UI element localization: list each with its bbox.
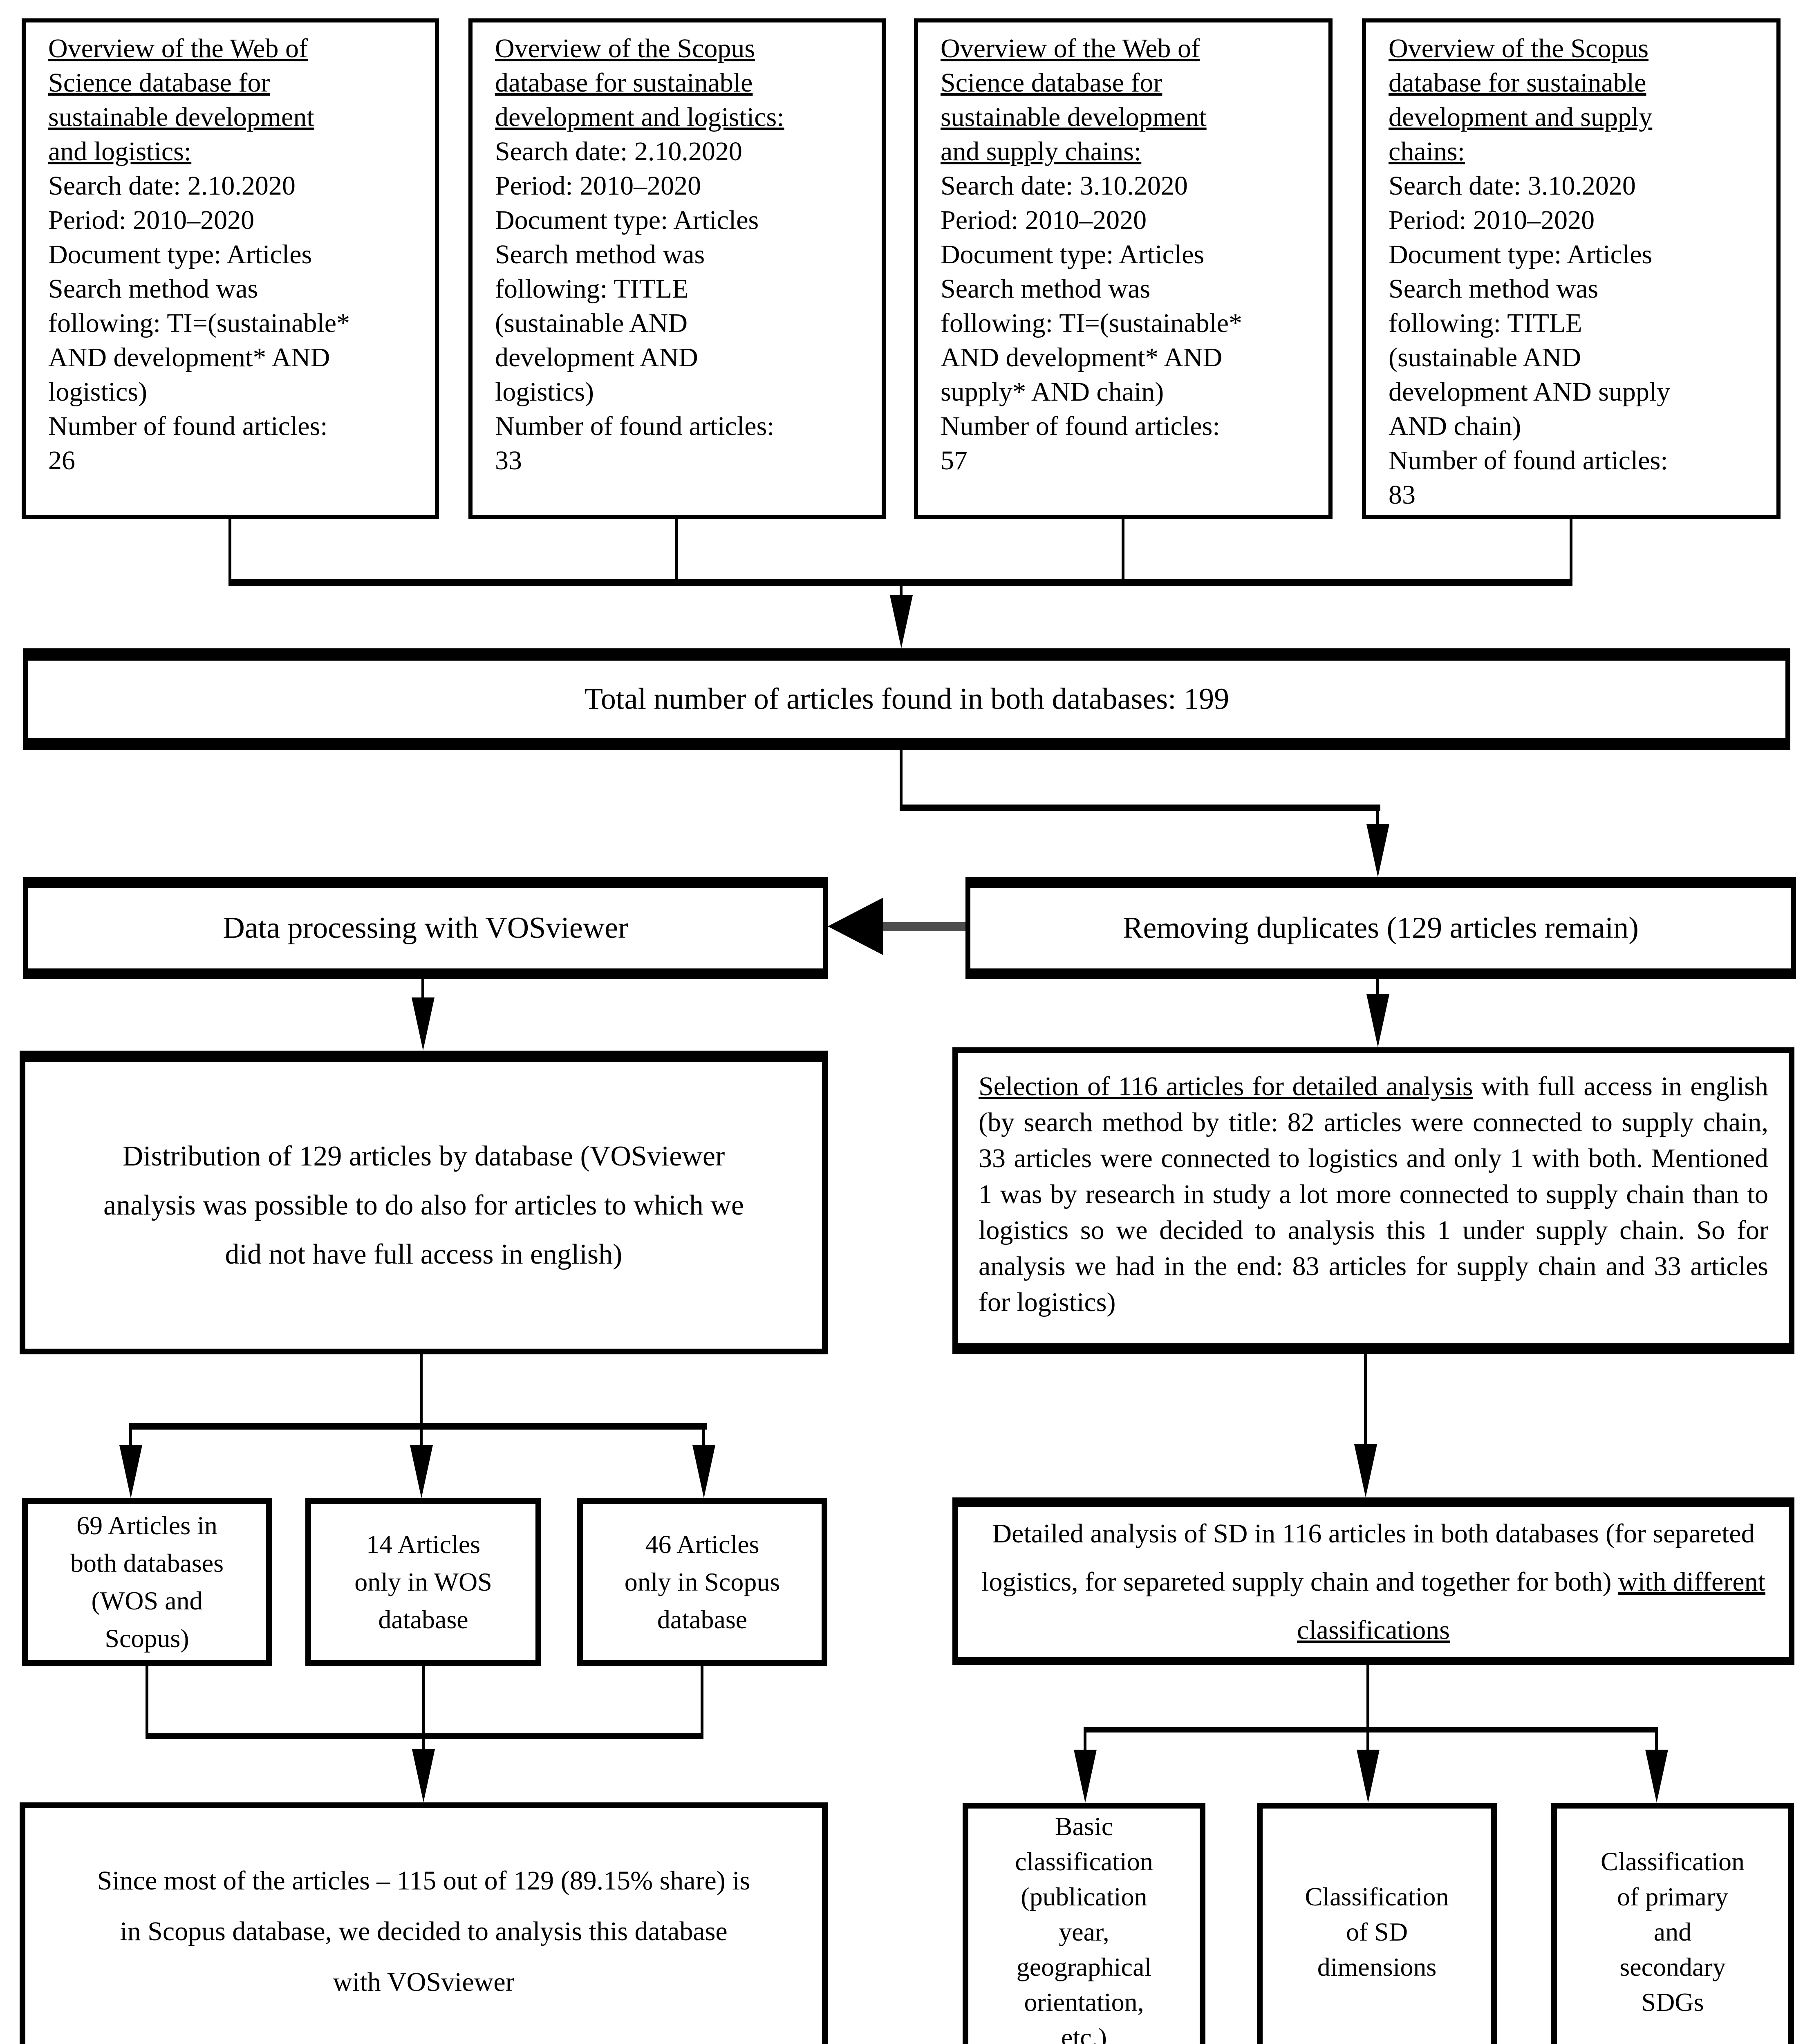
connector-line [421,979,424,1004]
wos-supply-heading: Overview of the Web of Science database … [941,34,1207,166]
connector-line [1366,1665,1369,1730]
connector-line [422,1739,425,1755]
connector-line [420,1430,423,1450]
total-articles-box: Total number of articles found in both d… [23,648,1790,750]
arrow-down-icon [1366,994,1389,1047]
both-databases-box: 69 Articles in both databases (WOS and S… [22,1498,272,1666]
arrow-down-icon [412,997,435,1051]
connector-line [1364,1354,1367,1447]
wos-logistics-heading: Overview of the Web of Science database … [48,34,314,166]
detailed-analysis-underlined: with different classifications [1297,1567,1765,1645]
detailed-analysis-box: Detailed analysis of SD in 116 articles … [952,1497,1794,1665]
merge-line [146,1733,703,1739]
distribution-129-box: Distribution of 129 articles by database… [20,1051,828,1354]
arrow-down-icon [1354,1444,1377,1497]
connector-line [1376,979,1379,1000]
scopus-supply-body: Search date: 3.10.2020 Period: 2010–2020… [1389,171,1671,510]
wos-supply-overview-box: Overview of the Web of Science database … [914,18,1333,519]
arrow-left-icon [828,898,883,955]
arrow-down-icon [119,1445,142,1498]
vosviewer-processing-box: Data processing with VOSviewer [23,877,828,979]
wos-supply-body: Search date: 3.10.2020 Period: 2010–2020… [941,171,1243,475]
scopus-logistics-body: Search date: 2.10.2020 Period: 2010–2020… [495,137,775,475]
merge-line [228,579,1572,586]
wos-only-text: 14 Articles only in WOS database [354,1530,492,1634]
wos-logistics-overview-box: Overview of the Web of Science database … [22,18,439,519]
sdgs-classification-box: Classification of primary and secondary … [1551,1803,1794,2044]
removing-duplicates-text: Removing duplicates (129 articles remain… [1123,911,1639,945]
distribution-129-text: Distribution of 129 articles by database… [103,1140,744,1270]
arrow-down-icon [1357,1750,1380,1803]
connector-line [1366,1732,1369,1753]
detailed-analysis-text: Detailed analysis of SD in 116 articles … [974,1510,1772,1654]
connector-line [1570,519,1572,583]
connector-line [1084,1732,1086,1753]
scopus-logistics-overview-text: Overview of the Scopus database for sust… [473,22,882,478]
connector-line [1122,519,1124,583]
arrow-down-icon [1366,824,1389,877]
wos-logistics-body: Search date: 2.10.2020 Period: 2010–2020… [48,171,350,475]
detailed-analysis-main: Detailed analysis of SD in 116 articles … [981,1519,1755,1597]
selection-116-underlined: Selection of 116 articles for detailed a… [979,1071,1473,1101]
connector-line [420,1354,423,1426]
connector-line [146,1666,148,1736]
removing-duplicates-box: Removing duplicates (129 articles remain… [965,877,1796,979]
connector-line [701,1666,703,1736]
connector-line [1655,1732,1658,1753]
sd-dimensions-box: Classification of SD dimensions [1257,1803,1497,2044]
arrow-down-icon [692,1445,715,1498]
connector-line [879,922,965,931]
scopus-supply-heading: Overview of the Scopus database for sust… [1389,34,1653,166]
basic-classification-box: Basic classification (publication year, … [963,1803,1205,2044]
sdgs-classification-text: Classification of primary and secondary … [1601,1847,1745,2017]
scopus-only-box: 46 Articles only in Scopus database [577,1498,827,1666]
scopus-decision-box: Since most of the articles – 115 out of … [20,1802,828,2044]
connector-line [702,1430,705,1450]
wos-logistics-overview-text: Overview of the Web of Science database … [26,22,435,478]
connector-line [228,519,231,583]
scopus-decision-text: Since most of the articles – 115 out of … [97,1866,750,1997]
connector-line [900,586,903,598]
scopus-supply-overview-box: Overview of the Scopus database for sust… [1362,18,1781,519]
selection-116-rest: with full access in english (by search m… [979,1071,1768,1317]
arrow-down-icon [410,1445,433,1498]
total-articles-text: Total number of articles found in both d… [584,682,1230,716]
split-line [1084,1727,1658,1732]
scopus-supply-overview-text: Overview of the Scopus database for sust… [1366,22,1776,512]
connector-line [675,519,678,583]
basic-classification-text: Basic classification (publication year, … [1015,1812,1153,2044]
scopus-logistics-overview-box: Overview of the Scopus database for sust… [468,18,886,519]
connector-line [900,805,1380,811]
connector-line [1376,811,1379,827]
arrow-down-icon [1645,1750,1668,1803]
selection-116-box: Selection of 116 articles for detailed a… [952,1047,1794,1354]
scopus-only-text: 46 Articles only in Scopus database [624,1530,780,1634]
arrow-down-icon [412,1749,435,1802]
connector-line [129,1430,132,1450]
scopus-logistics-heading: Overview of the Scopus database for sust… [495,34,784,132]
arrow-down-icon [890,595,913,648]
wos-supply-overview-text: Overview of the Web of Science database … [918,22,1328,478]
vosviewer-processing-text: Data processing with VOSviewer [223,911,628,945]
sd-dimensions-text: Classification of SD dimensions [1305,1882,1449,1981]
connector-line [422,1666,425,1736]
split-line [129,1423,707,1430]
both-databases-text: 69 Articles in both databases (WOS and S… [70,1511,224,1653]
arrow-down-icon [1074,1750,1097,1803]
connector-line [900,750,903,807]
wos-only-box: 14 Articles only in WOS database [305,1498,541,1666]
